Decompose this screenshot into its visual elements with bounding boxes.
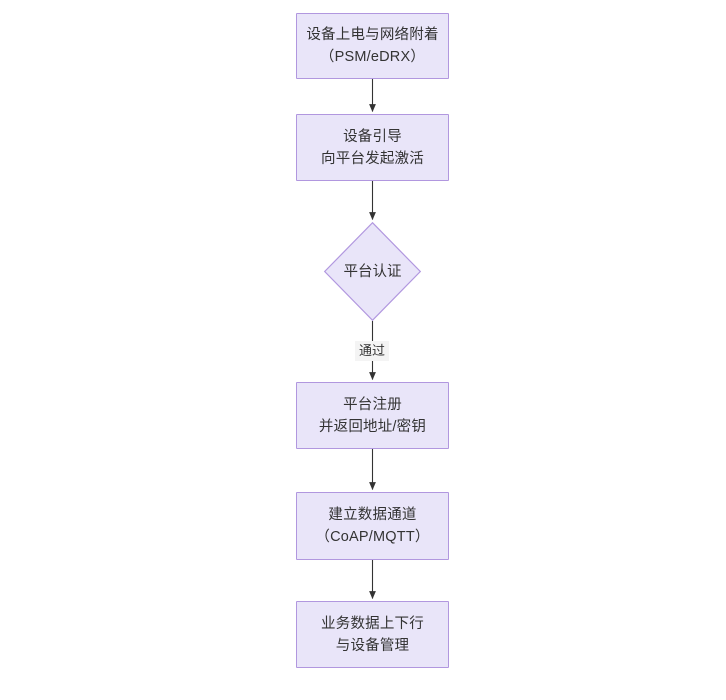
node-data-line2: 与设备管理 (335, 637, 410, 654)
node-channel[interactable]: 建立数据通道 （CoAP/MQTT） (296, 492, 449, 560)
node-power-on[interactable]: 设备上电与网络附着 （PSM/eDRX） (296, 13, 449, 79)
node-power-on-line2: （PSM/eDRX） (319, 49, 426, 65)
node-channel-line1: 建立数据通道 (328, 507, 417, 523)
node-power-on-line1: 设备上电与网络附着 (306, 27, 439, 43)
node-bootstrap-line2: 向平台发起激活 (321, 150, 424, 167)
node-register-line2: 并返回地址/密钥 (318, 418, 427, 435)
node-register[interactable]: 平台注册 并返回地址/密钥 (296, 382, 449, 449)
node-auth-label: 平台认证 (343, 263, 402, 280)
node-data[interactable]: 业务数据上下行 与设备管理 (296, 601, 449, 668)
diamond-shape (323, 221, 422, 322)
node-bootstrap[interactable]: 设备引导 向平台发起激活 (296, 114, 449, 181)
node-register-line1: 平台注册 (343, 396, 402, 413)
node-bootstrap-line1: 设备引导 (343, 128, 402, 145)
node-auth[interactable]: 平台认证 (323, 221, 422, 322)
node-channel-line2: （CoAP/MQTT） (315, 529, 430, 545)
node-data-line1: 业务数据上下行 (321, 615, 424, 632)
edge-label-pass: 通过 (354, 341, 390, 361)
